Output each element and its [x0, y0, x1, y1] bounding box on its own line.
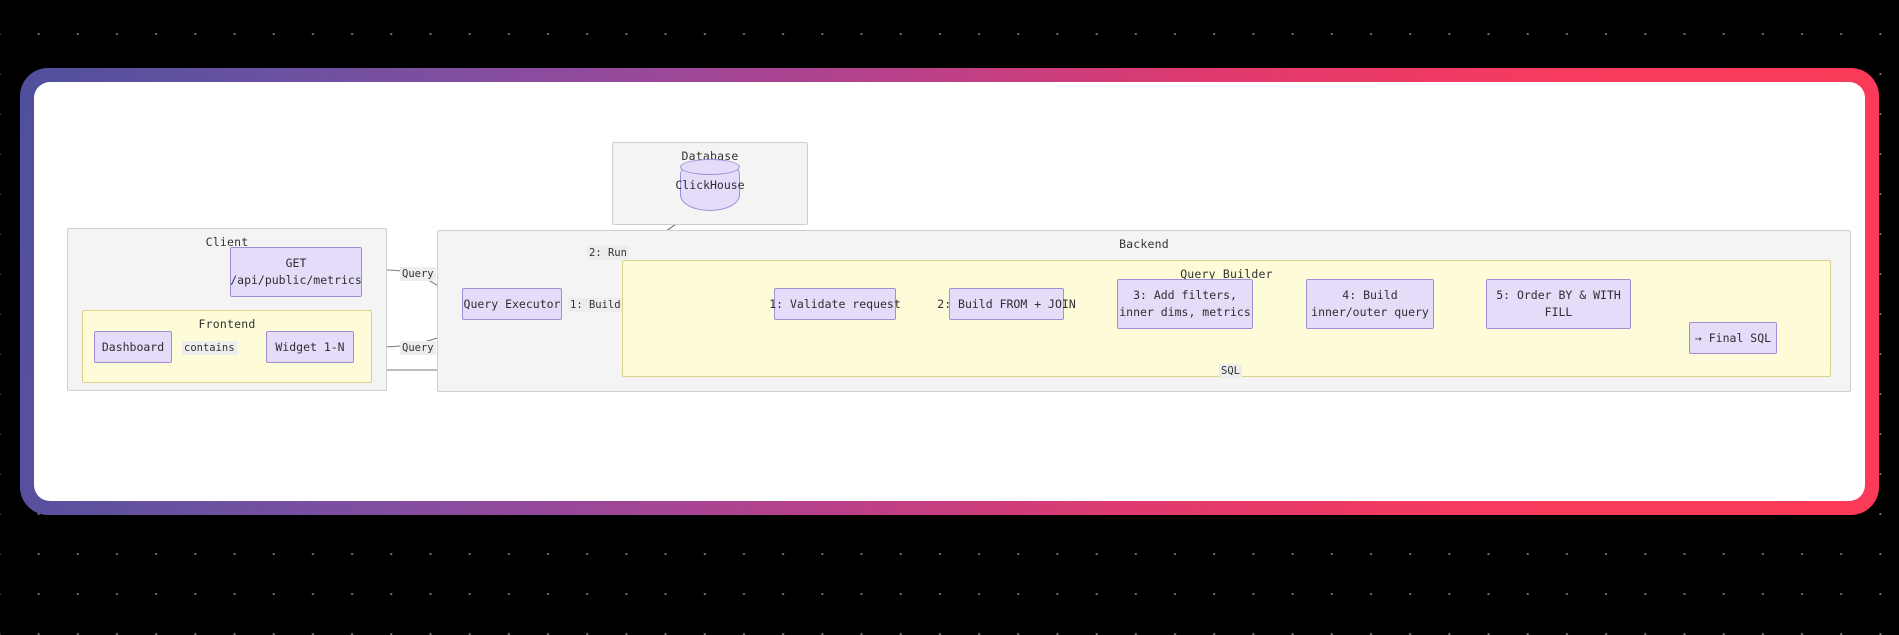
- node-step-3-add-filters[interactable]: 3: Add filters, inner dims, metrics: [1117, 279, 1253, 329]
- cluster-backend-label: Backend: [1119, 237, 1169, 251]
- node-step-2-build-from-join[interactable]: 2: Build FROM + JOIN: [937, 288, 1076, 320]
- edge-label-contains: contains: [182, 341, 237, 355]
- diagram-gradient-frame: Client GET /api/public/metrics Frontend …: [20, 68, 1879, 515]
- node-final-sql-label: → Final SQL: [1694, 330, 1772, 345]
- node-clickhouse[interactable]: ClickHouse: [675, 159, 745, 211]
- node-step-5-order-by-with-fill[interactable]: 5: Order BY & WITH FILL: [1486, 279, 1631, 329]
- node-get-endpoint-line1: GET: [285, 256, 307, 270]
- node-step-5-line1: 5: Order BY & WITH: [1496, 288, 1621, 302]
- cluster-query-builder-label: Query Builder: [1180, 267, 1273, 281]
- node-step-4-line1: 4: Build: [1342, 288, 1398, 302]
- node-widget[interactable]: Widget 1-N: [266, 331, 354, 363]
- node-step-2-label: 2: Build FROM + JOIN: [937, 296, 1076, 311]
- node-step-4-build-inner-outer-query[interactable]: 4: Build inner/outer query: [1306, 279, 1434, 329]
- node-step-1-label: 1: Validate request: [769, 296, 901, 311]
- node-widget-label: Widget 1-N: [275, 339, 345, 354]
- diagram-canvas: Client GET /api/public/metrics Frontend …: [34, 82, 1865, 501]
- cluster-frontend-label: Frontend: [198, 317, 256, 331]
- edge-label-build: 1: Build: [568, 298, 623, 312]
- node-step-5-line2: FILL: [1544, 305, 1573, 319]
- node-step-3-line2: inner dims, metrics: [1119, 305, 1251, 319]
- node-dashboard[interactable]: Dashboard: [94, 331, 172, 363]
- node-get-endpoint-line2: /api/public/metrics: [230, 273, 362, 287]
- edge-label-run: 2: Run: [587, 246, 629, 260]
- edge-label-sql: SQL: [1219, 364, 1242, 378]
- node-clickhouse-label: ClickHouse: [675, 178, 745, 192]
- edge-label-query-bottom: Query: [400, 341, 436, 355]
- edge-label-query-top: Query: [400, 267, 436, 281]
- node-get-endpoint[interactable]: GET /api/public/metrics: [230, 247, 362, 297]
- node-final-sql[interactable]: → Final SQL: [1689, 322, 1777, 354]
- node-query-executor[interactable]: Query Executor: [462, 288, 562, 320]
- node-step-4-line2: inner/outer query: [1311, 305, 1429, 319]
- node-step-3-line1: 3: Add filters,: [1133, 288, 1237, 302]
- node-query-executor-label: Query Executor: [463, 296, 561, 311]
- node-step-1-validate-request[interactable]: 1: Validate request: [769, 288, 901, 320]
- node-dashboard-label: Dashboard: [101, 339, 165, 354]
- cluster-client-label: Client: [205, 235, 249, 249]
